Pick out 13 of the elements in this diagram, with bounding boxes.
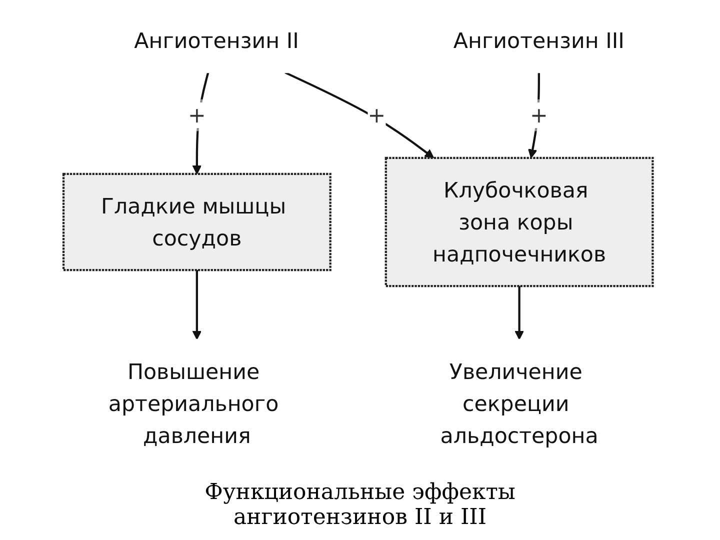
arrow <box>192 270 202 340</box>
arrow <box>514 286 524 340</box>
edge-label: + <box>188 102 206 128</box>
edge-label: + <box>368 102 386 128</box>
node-box: Гладкие мышцы сосудов <box>62 172 332 272</box>
node-box: Клубочковая зона коры надпочечников <box>384 156 654 288</box>
caption: Функциональные эффекты ангиотензинов II и III <box>204 480 516 530</box>
edge-label: + <box>530 102 548 128</box>
node-text: Увеличение секреции альдостерона <box>440 358 598 448</box>
node-text: Повышение артериального давления <box>108 358 279 448</box>
node-text: Ангиотензин II <box>134 28 299 54</box>
arrow <box>284 72 434 158</box>
node-text: Ангиотензин III <box>453 28 624 54</box>
